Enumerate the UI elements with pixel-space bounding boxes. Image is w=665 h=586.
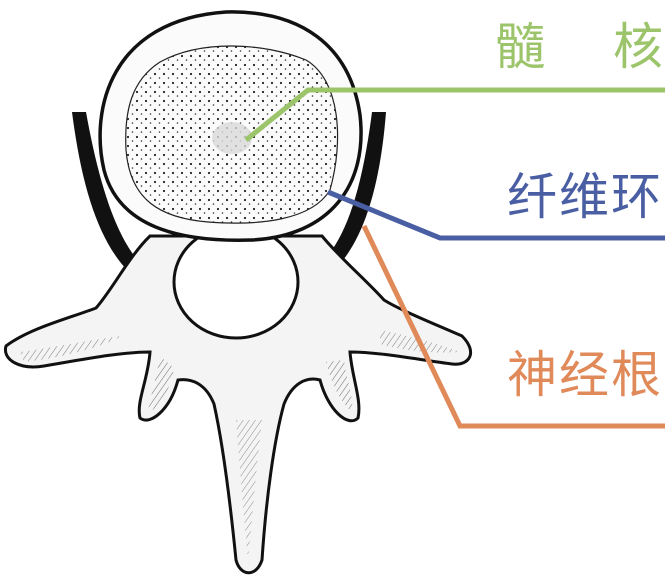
nucleus-pulposus-label: 髓 核 [495, 18, 665, 76]
left-nerve-root [72, 112, 142, 275]
nerve-root-leader-line [361, 224, 665, 429]
arch-shading [148, 356, 174, 412]
right-nerve-root [322, 112, 386, 272]
nucleus-leader-line [244, 87, 665, 142]
nucleus-center [212, 122, 252, 154]
arch-shading-right [326, 360, 353, 412]
annulus-leader-line [327, 189, 665, 241]
vertebral-arch [4, 234, 473, 575]
nerve-root-label: 神经根 [507, 346, 663, 404]
vertebral-foramen [172, 224, 300, 340]
annulus-fibrosus-label: 纤维环 [507, 168, 663, 226]
spinous-shading [236, 420, 262, 560]
left-process-shading [20, 336, 122, 362]
